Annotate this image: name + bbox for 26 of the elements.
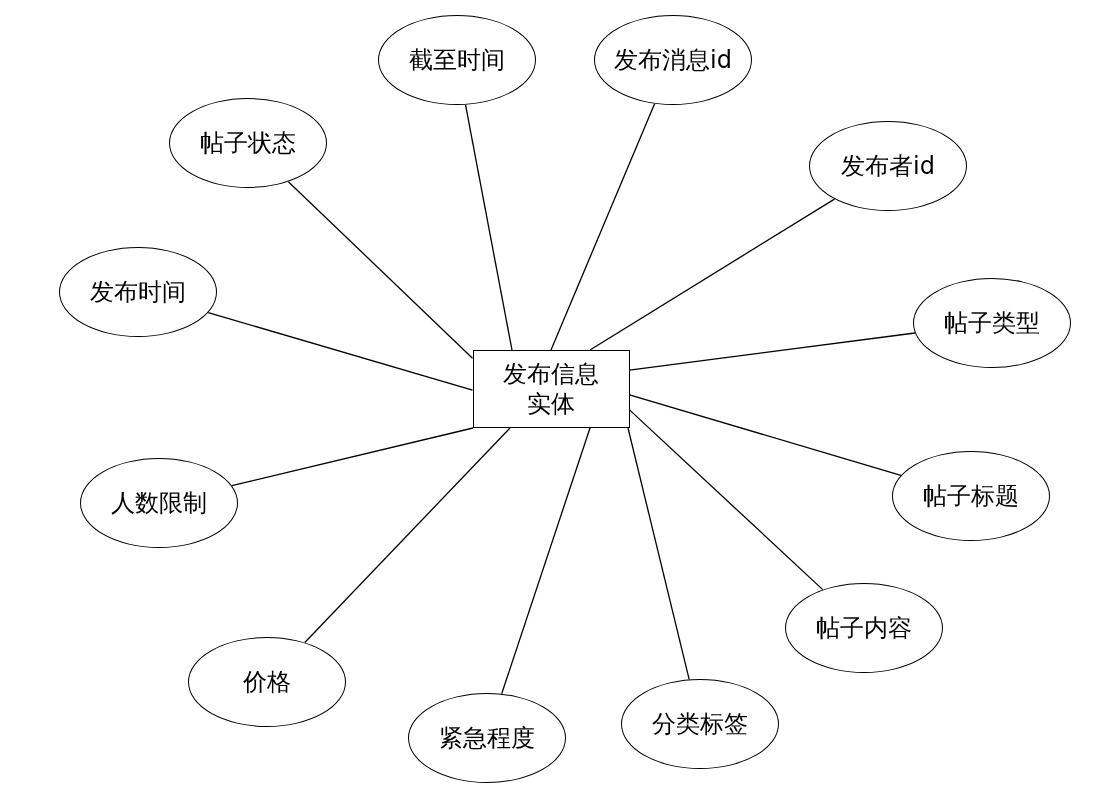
connector-line [550, 103, 656, 351]
connector-line [501, 427, 591, 695]
attribute-name: 价格 [243, 667, 291, 697]
connector-line [628, 332, 916, 371]
attribute-name: 发布时间 [90, 277, 186, 307]
connector-line [627, 427, 690, 681]
connector-line [464, 104, 513, 351]
attribute-name: 人数限制 [111, 488, 207, 518]
attribute-name: 帖子状态 [200, 128, 296, 158]
attribute-name: 帖子内容 [816, 613, 912, 643]
attribute-name: 分类标签 [652, 709, 748, 739]
connector-line [628, 394, 902, 476]
attribute-name: 帖子类型 [944, 308, 1040, 338]
entity-box [472, 350, 630, 428]
connector-line [589, 198, 836, 351]
connector-line [628, 409, 824, 591]
connector-line [231, 427, 474, 487]
connector-line [304, 427, 511, 644]
attribute-name: 截至时间 [409, 45, 505, 75]
connector-line [207, 311, 474, 391]
connector-line [287, 181, 474, 359]
attribute-name: 帖子标题 [923, 481, 1019, 511]
attribute-name: 紧急程度 [439, 723, 535, 753]
attribute-name: 发布消息id [614, 45, 732, 75]
entity-name: 发布信息实体 [502, 359, 600, 419]
attribute-name: 发布者id [841, 151, 935, 181]
